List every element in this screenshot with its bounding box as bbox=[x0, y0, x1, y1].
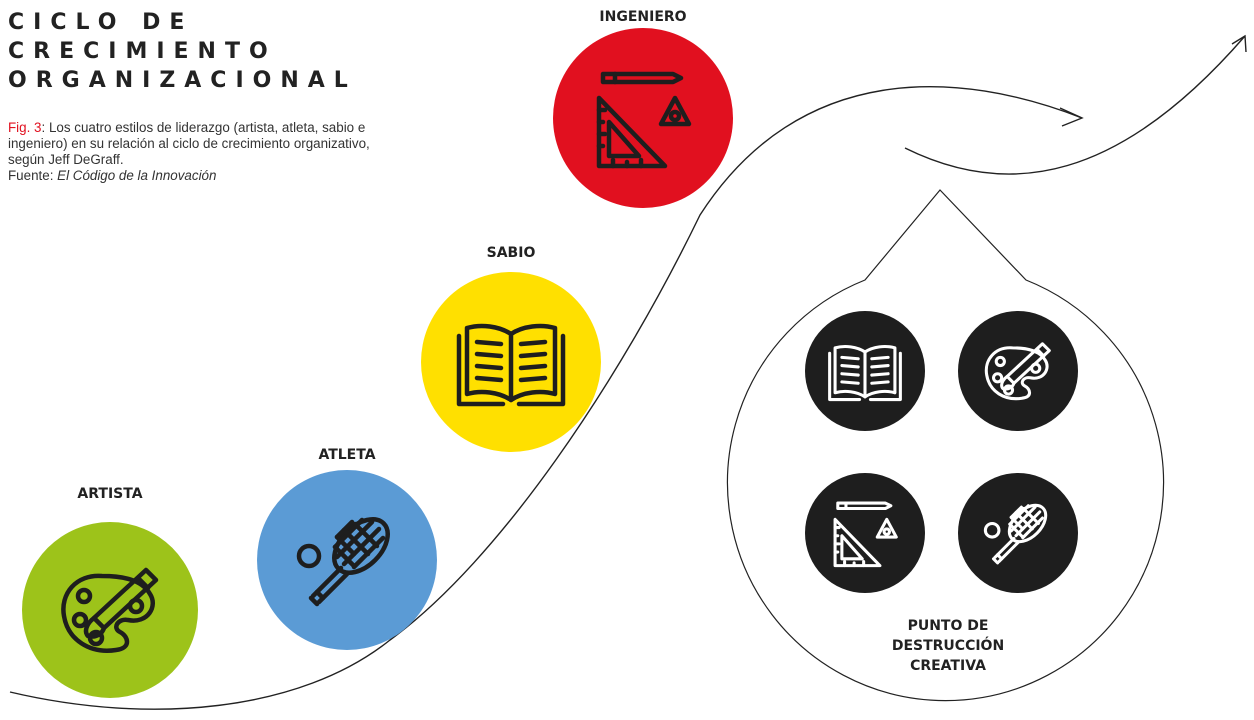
source-label: Fuente: bbox=[8, 168, 58, 183]
growth-curve bbox=[9, 86, 1083, 710]
label-artista: ARTISTA bbox=[77, 486, 143, 502]
label-ingeniero: INGENIERO bbox=[599, 9, 687, 25]
ingeniero-node bbox=[553, 28, 733, 208]
diagram-title: CICLO DE CRECIMIENTO ORGANIZACIONAL bbox=[8, 8, 357, 95]
artista-node bbox=[22, 522, 198, 698]
destruction-line-3: CREATIVA bbox=[910, 658, 986, 674]
artista-circle bbox=[22, 522, 198, 698]
title-line-1: CICLO DE bbox=[8, 10, 194, 35]
source-title: El Código de la Innovación bbox=[57, 168, 217, 183]
atleta-node bbox=[257, 470, 437, 650]
creative-destruction-bubble bbox=[726, 189, 1165, 702]
caption-text: : Los cuatro estilos de liderazgo (artis… bbox=[8, 120, 370, 167]
figure-caption: Fig. 3: Los cuatro estilos de liderazgo … bbox=[8, 120, 388, 184]
figure-number: Fig. 3 bbox=[8, 120, 42, 135]
sabio-node bbox=[421, 272, 601, 452]
growth-curve-arrowhead bbox=[1059, 107, 1084, 127]
label-creative-destruction: PUNTO DE DESTRUCCIÓN CREATIVA bbox=[848, 616, 1048, 676]
title-line-2: CRECIMIENTO bbox=[8, 39, 277, 64]
title-line-3: ORGANIZACIONAL bbox=[8, 68, 357, 93]
ingeniero-circle bbox=[553, 28, 733, 208]
destruction-square-circle bbox=[805, 473, 925, 593]
renewal-curve-arrowhead bbox=[1231, 34, 1247, 53]
renewal-curve bbox=[904, 35, 1246, 175]
destruction-icons bbox=[805, 311, 1078, 593]
label-atleta: ATLETA bbox=[318, 447, 376, 463]
destruction-line-2: DESTRUCCIÓN bbox=[891, 638, 1005, 654]
destruction-palette-circle bbox=[958, 311, 1078, 431]
label-sabio: SABIO bbox=[486, 245, 536, 261]
destruction-line-1: PUNTO DE bbox=[907, 618, 989, 634]
